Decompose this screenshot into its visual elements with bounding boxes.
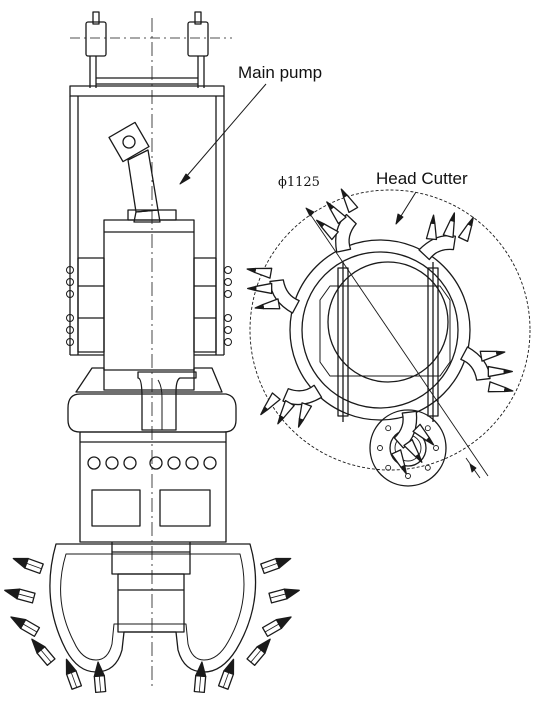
flange-bolt [424, 425, 431, 432]
cutter-arm [246, 267, 300, 314]
lifting-lug-left [85, 11, 107, 88]
diameter-dimension [305, 207, 489, 479]
cutter-tooth [403, 439, 423, 463]
cutter-tooth [10, 616, 41, 637]
cutter-tooth [246, 267, 273, 279]
cutter-tooth [297, 402, 313, 428]
front-cutter-teeth [246, 188, 514, 475]
cutter-tooth [390, 449, 407, 475]
cutter-tooth [247, 282, 273, 295]
inspection-window-right [159, 489, 211, 527]
cutter-tooth [412, 423, 435, 446]
cutter-tooth [65, 658, 83, 690]
top-frame [69, 85, 225, 97]
inspection-window-left [91, 489, 141, 527]
discharge-pipe [137, 371, 197, 431]
cutter-tooth [340, 188, 359, 214]
main-pump-label: Main pump [238, 63, 323, 82]
cutter-tooth [487, 381, 514, 393]
bracket-right [193, 257, 217, 353]
front-view [249, 189, 531, 487]
pump-body [103, 219, 195, 371]
cutter-arm [315, 188, 359, 253]
side-view [49, 11, 257, 690]
suction-flange-bolts [377, 417, 439, 479]
cutter-head-frame [49, 543, 257, 673]
flange-bolt [405, 473, 411, 479]
cutter-tooth [193, 661, 207, 694]
cutter-tooth [457, 216, 474, 243]
cross-bars [337, 262, 439, 422]
cutter-body-outer [289, 239, 471, 421]
motor-elbow [108, 121, 161, 223]
cutter-tooth [442, 212, 456, 239]
cutter-arm [390, 410, 435, 475]
cutter-arm [260, 384, 323, 428]
cutter-tooth [217, 658, 235, 690]
flange-ring [75, 367, 223, 393]
cutter-arm [418, 212, 474, 261]
cutter-tooth [277, 399, 295, 425]
cutter-arm [460, 346, 514, 393]
cutter-tooth [326, 201, 347, 225]
cutter-tooth [260, 557, 292, 575]
bolts-right [224, 266, 232, 346]
main-pump-leader [179, 83, 267, 185]
gearbox-holes [87, 456, 217, 470]
leader-lines [179, 83, 417, 225]
cutter-tooth [254, 298, 281, 310]
side-cutter-teeth [4, 557, 300, 694]
cutter-body-inner [301, 251, 459, 409]
cutter-tooth [315, 219, 339, 241]
cutter-tooth [246, 638, 271, 666]
cutter-hub [327, 261, 449, 383]
lifting-lug-right [187, 11, 209, 88]
diameter-label: ϕ1125 [278, 175, 320, 190]
head-cutter-label: Head Cutter [376, 169, 468, 188]
cutter-tooth [4, 588, 36, 604]
cutting-diameter-circle [249, 189, 531, 471]
bracket-left [77, 257, 105, 353]
flange-bolt [424, 464, 431, 471]
cutter-tooth [12, 557, 44, 575]
cutter-tooth [93, 661, 107, 694]
cutter-tooth [260, 392, 281, 416]
bolts-left [66, 266, 74, 346]
cutter-tooth [261, 616, 292, 637]
cutter-tooth [487, 365, 513, 378]
cutter-tooth [268, 588, 300, 604]
flange-bolt [433, 445, 439, 451]
flange-bolt [377, 445, 383, 451]
flange-bolt [385, 425, 392, 432]
cutter-tooth [479, 350, 506, 362]
flange-bolt [385, 464, 392, 471]
gear-box [79, 431, 227, 543]
cutter-tooth [425, 214, 438, 241]
cutter-tooth [31, 638, 56, 666]
